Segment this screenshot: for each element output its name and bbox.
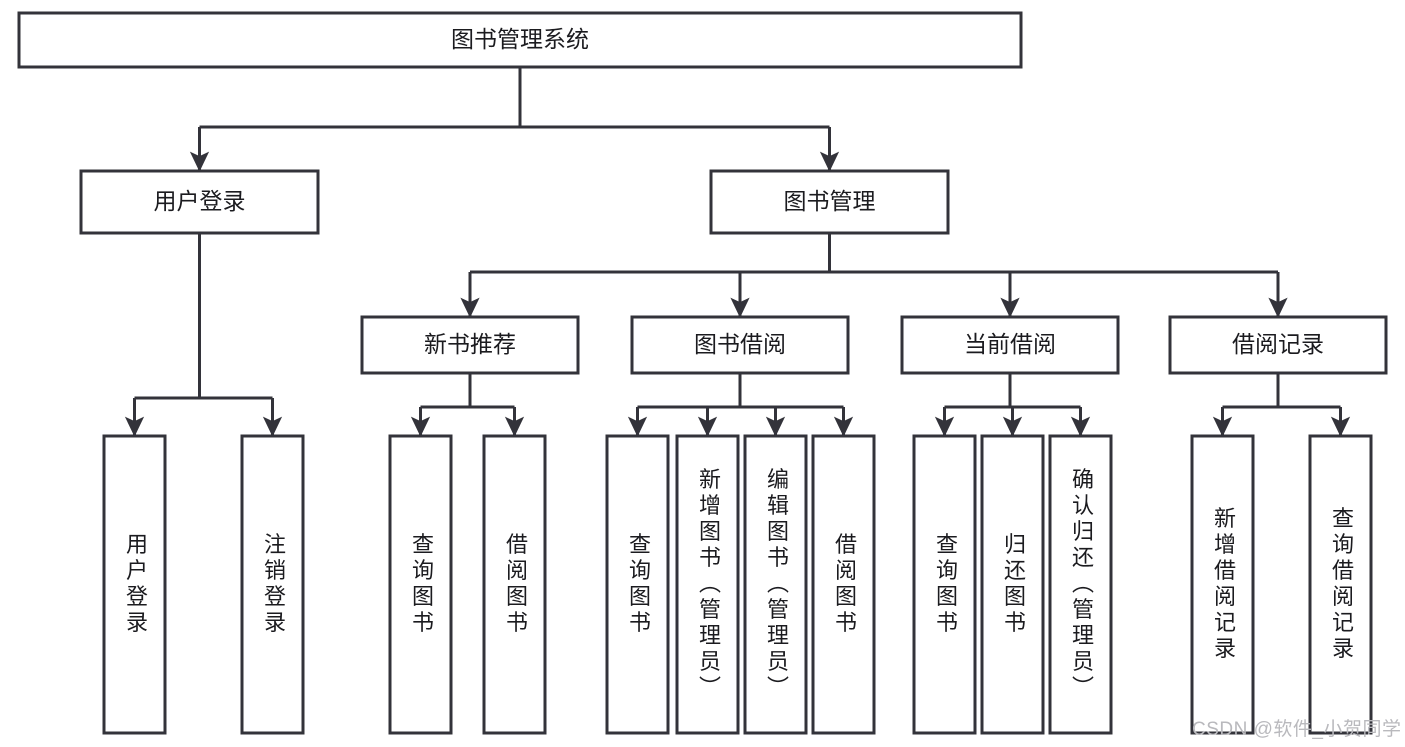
node-label-current-borrow: 当前借阅 — [964, 331, 1056, 357]
node-box-leaf-borrow-book-2[interactable] — [811, 434, 876, 735]
node-box-book-borrow[interactable] — [630, 315, 850, 375]
node-box-book-manage[interactable] — [709, 169, 950, 235]
connector-layer — [124, 67, 1351, 437]
leaf-label-leaf-confirm-return: 确认归还（管理员） — [1069, 468, 1094, 702]
leaf-label-leaf-query-book-1: 查询图书 — [409, 533, 434, 637]
node-label-borrow-record: 借阅记录 — [1232, 331, 1324, 357]
node-box-current-borrow[interactable] — [900, 315, 1120, 375]
leaf-label-leaf-add-book: 新增图书（管理员） — [696, 468, 721, 702]
node-layer: 图书管理系统用户登录图书管理新书推荐图书借阅当前借阅借阅记录用户登录注销登录查询… — [17, 11, 1388, 735]
leaf-label-leaf-edit-book: 编辑图书（管理员） — [764, 468, 789, 702]
node-box-leaf-confirm-return[interactable] — [1048, 434, 1113, 735]
node-box-leaf-add-record[interactable] — [1190, 434, 1255, 735]
leaf-label-leaf-borrow-book-2: 借阅图书 — [832, 533, 857, 637]
leaf-label-leaf-query-record: 查询借阅记录 — [1329, 507, 1354, 663]
node-box-leaf-edit-book[interactable] — [743, 434, 808, 735]
leaf-label-leaf-return-book: 归还图书 — [1001, 533, 1026, 637]
node-label-root: 图书管理系统 — [451, 26, 589, 52]
leaf-label-leaf-add-record: 新增借阅记录 — [1211, 507, 1236, 663]
node-box-user-login[interactable] — [79, 169, 320, 235]
node-box-leaf-borrow-book-1[interactable] — [482, 434, 547, 735]
node-box-leaf-query-book-3[interactable] — [912, 434, 977, 735]
node-label-book-manage: 图书管理 — [784, 188, 876, 214]
node-label-book-borrow: 图书借阅 — [694, 331, 786, 357]
leaf-label-leaf-logout: 注销登录 — [261, 533, 286, 637]
node-box-borrow-record[interactable] — [1168, 315, 1388, 375]
node-box-leaf-query-book-2[interactable] — [605, 434, 670, 735]
node-box-leaf-user-login[interactable] — [102, 434, 167, 735]
node-box-leaf-logout[interactable] — [240, 434, 305, 735]
node-box-leaf-return-book[interactable] — [980, 434, 1045, 735]
node-box-leaf-query-book-1[interactable] — [388, 434, 453, 735]
leaf-label-leaf-query-book-3: 查询图书 — [933, 533, 958, 637]
node-label-user-login: 用户登录 — [154, 188, 246, 214]
node-box-root[interactable] — [17, 11, 1023, 69]
node-label-new-book-recommend: 新书推荐 — [424, 331, 516, 357]
leaf-label-leaf-borrow-book-1: 借阅图书 — [503, 533, 528, 637]
leaf-label-leaf-user-login: 用户登录 — [123, 533, 148, 637]
node-box-leaf-add-book[interactable] — [675, 434, 740, 735]
leaf-label-leaf-query-book-2: 查询图书 — [626, 533, 651, 637]
node-box-new-book-recommend[interactable] — [360, 315, 580, 375]
node-box-leaf-query-record[interactable] — [1308, 434, 1373, 735]
